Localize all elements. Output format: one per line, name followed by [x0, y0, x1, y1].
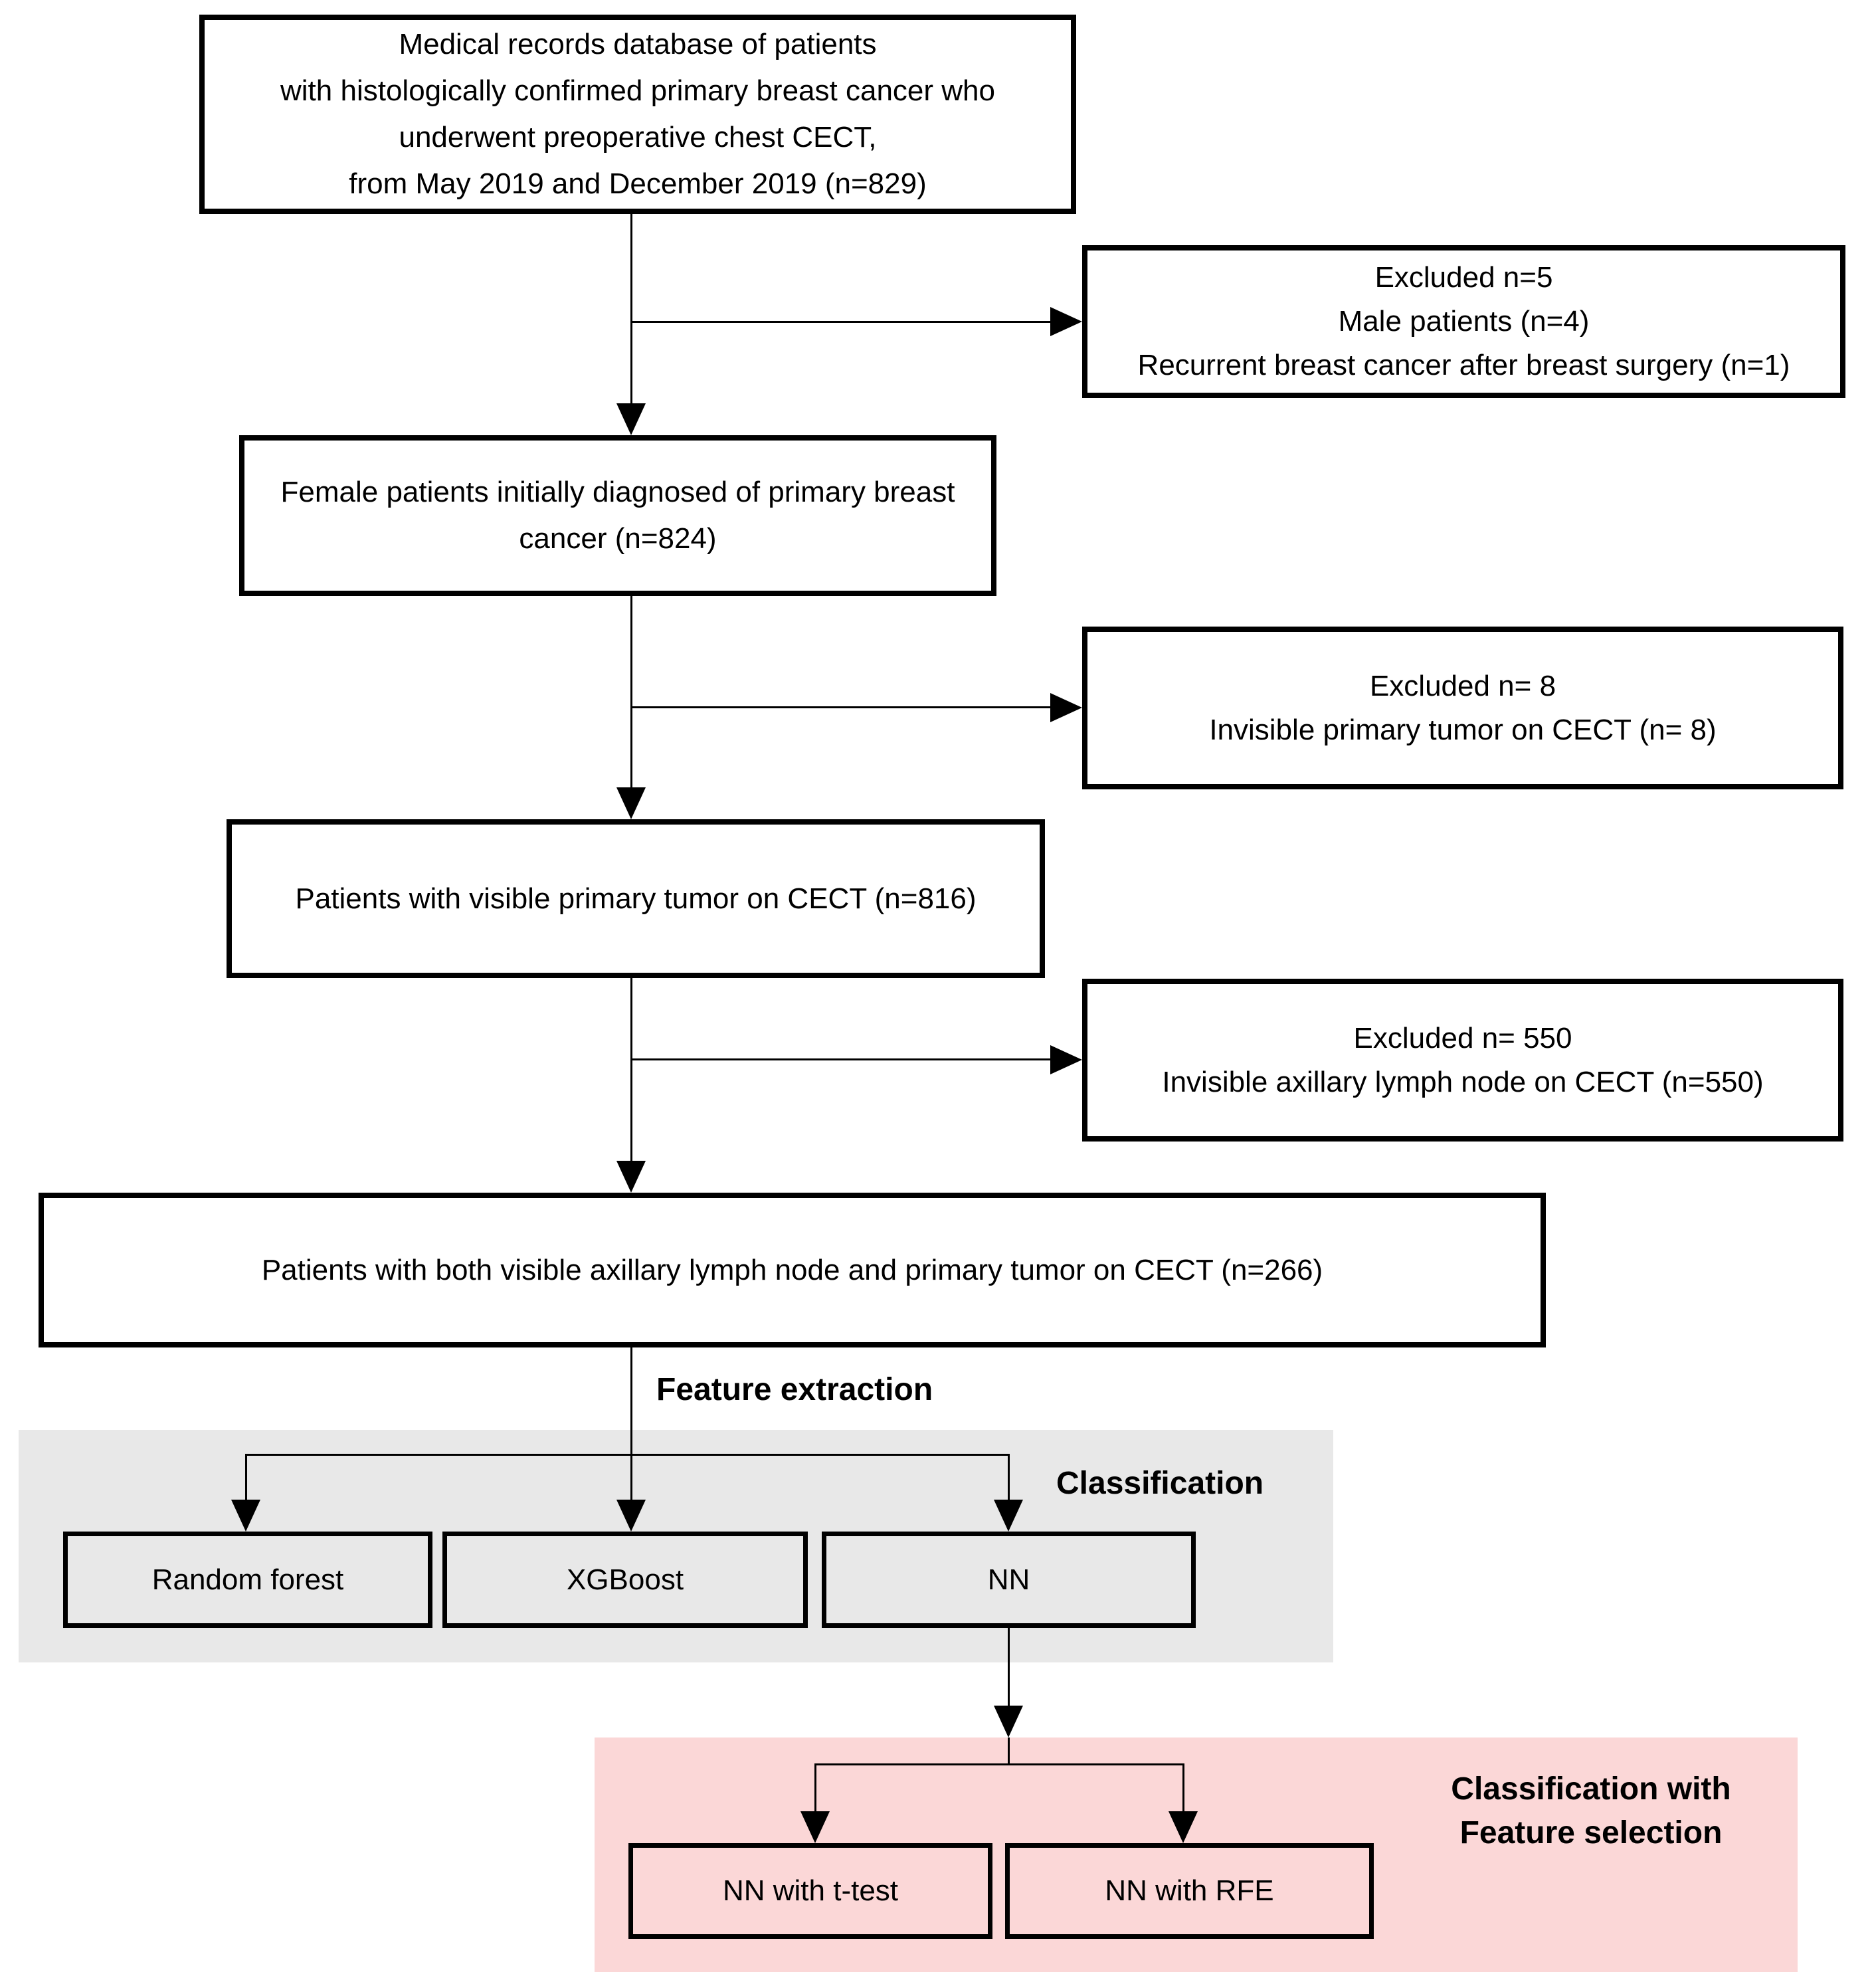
arrow-down-icon: [231, 1500, 260, 1532]
box-text-line: cancer (n=824): [519, 522, 717, 555]
connector-line: [630, 978, 632, 1161]
feature-extraction-label: Feature extraction: [656, 1372, 933, 1407]
connector-line: [1182, 1763, 1184, 1812]
box-both-visible: Patients with both visible axillary lymp…: [39, 1193, 1546, 1347]
box-text-line: Excluded n=5: [1374, 261, 1553, 294]
box-female-patients: Female patients initially diagnosed of p…: [239, 435, 996, 596]
connector-line: [245, 1454, 247, 1500]
label-text-line: Feature selection: [1459, 1815, 1723, 1850]
arrow-right-icon: [1050, 307, 1082, 336]
arrow-right-icon: [1050, 1045, 1082, 1074]
connector-line: [814, 1763, 1184, 1765]
box-text-line: Excluded n= 550: [1353, 1021, 1572, 1054]
box-text-line: NN with RFE: [1105, 1874, 1274, 1907]
box-visible-tumor: Patients with visible primary tumor on C…: [227, 819, 1045, 978]
box-nn-ttest: NN with t-test: [628, 1843, 992, 1939]
box-excluded-male: Excluded n=5 Male patients (n=4) Recurre…: [1082, 245, 1845, 398]
box-text-line: Excluded n= 8: [1369, 669, 1556, 702]
connector-line: [631, 321, 1050, 323]
connector-line: [630, 1347, 632, 1500]
connector-line: [1008, 1454, 1010, 1500]
connector-line: [814, 1763, 816, 1812]
arrow-down-icon: [616, 403, 646, 435]
box-xgboost: XGBoost: [442, 1532, 808, 1628]
box-text-line: Invisible primary tumor on CECT (n= 8): [1209, 713, 1717, 746]
box-text-line: Random forest: [151, 1563, 344, 1596]
connector-line: [245, 1454, 1010, 1456]
box-text-line: Invisible axillary lymph node on CECT (n…: [1162, 1065, 1764, 1098]
feature-selection-area: [595, 1738, 1798, 1972]
box-excluded-invisible-node: Excluded n= 550 Invisible axillary lymph…: [1082, 979, 1843, 1142]
box-random-forest: Random forest: [63, 1532, 432, 1628]
arrow-down-icon: [994, 1500, 1023, 1532]
connector-line: [630, 596, 632, 787]
arrow-down-icon: [616, 787, 646, 819]
arrow-right-icon: [1050, 693, 1082, 722]
arrow-down-icon: [994, 1706, 1023, 1738]
classification-label: Classification: [1056, 1466, 1264, 1501]
arrow-down-icon: [1169, 1811, 1198, 1843]
box-text-line: Medical records database of patients: [399, 28, 877, 60]
box-text-line: from May 2019 and December 2019 (n=829): [349, 167, 927, 200]
box-nn-rfe: NN with RFE: [1005, 1843, 1374, 1939]
box-text-line: underwent preoperative chest CECT,: [399, 121, 877, 153]
box-text-line: Female patients initially diagnosed of p…: [280, 476, 955, 508]
arrow-down-icon: [616, 1161, 646, 1193]
box-medical-records: Medical records database of patients wit…: [199, 15, 1076, 214]
connector-line: [630, 214, 632, 407]
box-text-line: Patients with visible primary tumor on C…: [295, 882, 977, 915]
box-text-line: XGBoost: [566, 1563, 684, 1596]
label-text-line: Classification with: [1451, 1771, 1731, 1807]
connector-line: [631, 1058, 1050, 1060]
arrow-down-icon: [616, 1500, 646, 1532]
classification-with-feature-selection-label: Classification with Feature selection: [1388, 1767, 1794, 1855]
box-text-line: NN with t-test: [722, 1874, 899, 1907]
connector-line: [1008, 1738, 1010, 1765]
box-text-line: with histologically confirmed primary br…: [280, 74, 995, 107]
arrow-down-icon: [800, 1811, 830, 1843]
box-text-line: NN: [987, 1563, 1030, 1596]
box-text-line: Recurrent breast cancer after breast sur…: [1137, 349, 1790, 381]
connector-line: [631, 706, 1050, 708]
connector-line: [1008, 1628, 1010, 1706]
box-text-line: Patients with both visible axillary lymp…: [261, 1253, 1323, 1286]
box-excluded-invisible-tumor: Excluded n= 8 Invisible primary tumor on…: [1082, 627, 1843, 789]
box-nn: NN: [822, 1532, 1196, 1628]
box-text-line: Male patients (n=4): [1338, 305, 1590, 338]
